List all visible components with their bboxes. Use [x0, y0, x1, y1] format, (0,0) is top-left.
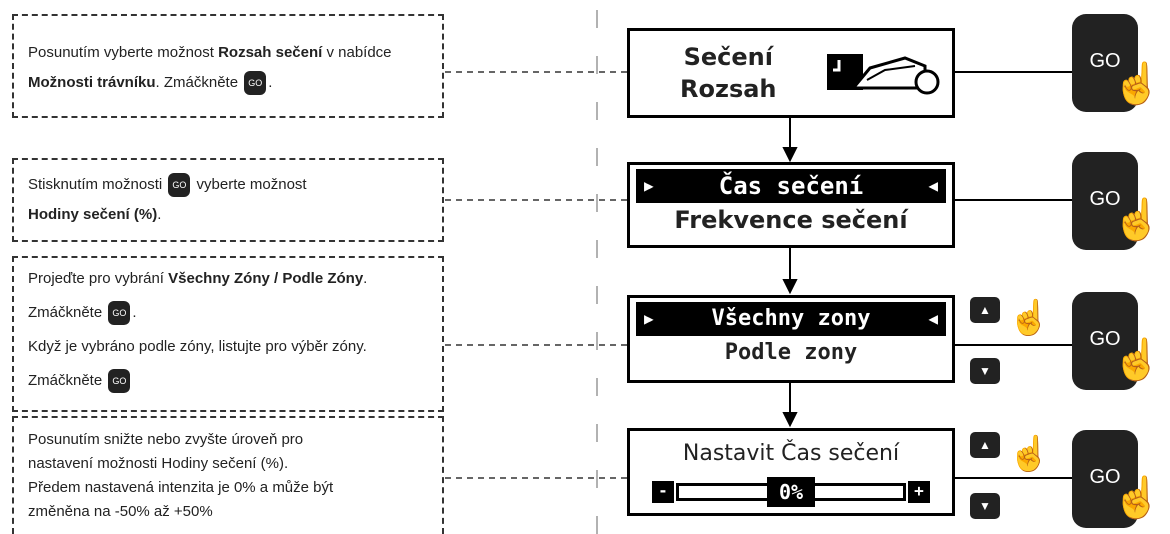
go-button-icon: GO: [108, 301, 131, 326]
screen-title: Nastavit Čas sečení: [682, 441, 900, 466]
lcd-screen-3: ▶ Všechny zony ◀ Podle zony: [627, 295, 955, 383]
instruction-line: Předem nastavená intenzita je 0% a může …: [28, 479, 334, 496]
plus-icon: +: [908, 481, 930, 503]
instruction-box-2: Stisknutím možnosti GO vyberte možnost H…: [12, 158, 444, 242]
lcd-screen-1: Sečení Rozsah: [627, 28, 955, 118]
hand-icon: ☝: [1008, 299, 1051, 337]
go-button[interactable]: GO: [1072, 152, 1138, 250]
triangle-right-icon: ▶: [644, 309, 654, 328]
triangle-right-icon: ▶: [644, 176, 654, 195]
hand-icon: ☝: [1112, 476, 1162, 520]
menu-item-selected: ▶ Čas sečení ◀: [636, 169, 946, 203]
mower-icon: [827, 54, 940, 95]
menu-item: Frekvence sečení: [674, 206, 908, 234]
lcd-screen-4: Nastavit Čas sečení - 0% +: [627, 428, 955, 516]
level-value: 0%: [767, 477, 815, 507]
go-button[interactable]: GO: [1072, 430, 1138, 528]
minus-icon: -: [652, 481, 674, 503]
triangle-left-icon: ◀: [928, 309, 938, 328]
instruction-line: nastavení možnosti Hodiny sečení (%).: [28, 455, 289, 472]
go-button[interactable]: GO: [1072, 292, 1138, 390]
hand-icon: ☝: [1112, 198, 1162, 242]
hand-icon: ☝: [1008, 435, 1051, 473]
menu-item: Podle zony: [724, 340, 858, 365]
instruction-box-3: Projeďte pro vybrání Všechny Zóny / Podl…: [12, 256, 444, 412]
go-button-icon: GO: [244, 71, 267, 96]
screen-title: Sečení: [683, 43, 773, 71]
triangle-left-icon: ◀: [928, 176, 938, 195]
hand-icon: ☝: [1112, 62, 1162, 106]
screen-subtitle: Rozsah: [680, 75, 777, 103]
go-button-icon: GO: [168, 173, 191, 198]
menu-item-selected: ▶ Všechny zony ◀: [636, 302, 946, 336]
lcd-screen-2: ▶ Čas sečení ◀ Frekvence sečení: [627, 162, 955, 248]
down-arrow-button[interactable]: ▼: [970, 493, 1000, 519]
down-arrow-button[interactable]: ▼: [970, 358, 1000, 384]
instruction-line: změněna na -50% až +50%: [28, 503, 213, 520]
go-button[interactable]: GO: [1072, 14, 1138, 112]
level-slider: - 0% +: [652, 477, 930, 507]
go-button-icon: GO: [108, 369, 131, 394]
up-arrow-button[interactable]: ▲: [970, 297, 1000, 323]
instruction-box-1: Posunutím vyberte možnost Rozsah sečení …: [12, 14, 444, 118]
instruction-box-4: Posunutím snižte nebo zvyšte úroveň pro …: [12, 416, 444, 534]
instruction-line: Posunutím snižte nebo zvyšte úroveň pro: [28, 431, 304, 448]
up-arrow-button[interactable]: ▲: [970, 432, 1000, 458]
hand-icon: ☝: [1112, 338, 1162, 382]
